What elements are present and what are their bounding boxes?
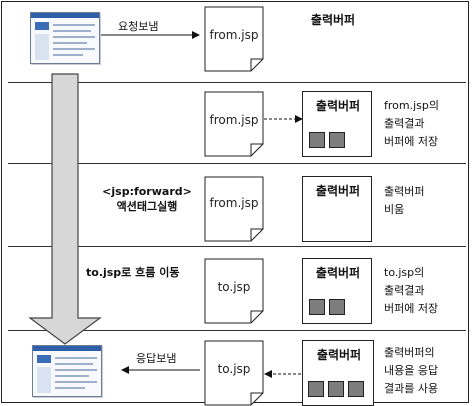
request-label: 요청보냄: [118, 20, 159, 33]
response-label: 응답보냄: [136, 352, 177, 365]
jsp-doc-name: to.jsp: [217, 362, 251, 376]
document-icon: to.jsp: [204, 258, 264, 324]
buffer-title: 출력버퍼: [316, 348, 362, 362]
output-buffer: 출력버퍼: [302, 176, 372, 242]
forward-action-label: <jsp:forward>액션태그실행: [102, 185, 192, 213]
jsp-doc-name: from.jsp: [209, 28, 259, 42]
browser-icon: [32, 345, 102, 397]
output-buffer: 출력버퍼: [302, 91, 372, 157]
output-buffer: 출력버퍼: [298, 6, 368, 72]
buffer-cell: [328, 381, 344, 397]
jsp-doc-name: from.jsp: [209, 113, 259, 127]
output-buffer: 출력버퍼: [302, 340, 374, 406]
document-icon: from.jsp: [204, 6, 264, 72]
flow-down-arrow: [28, 73, 102, 345]
row-divider: [8, 246, 466, 247]
jsp-doc-name: from.jsp: [209, 196, 259, 210]
document-icon: from.jsp: [204, 176, 264, 242]
jsp-doc-name: to.jsp: [217, 280, 251, 294]
document-icon: to.jsp: [204, 340, 264, 406]
browser-icon: [30, 12, 100, 64]
row-divider: [8, 330, 466, 331]
buffer-cell: [309, 132, 325, 148]
output-arrow-head: [264, 370, 272, 378]
flow-move-label: to.jsp로 흐름 이동: [86, 266, 180, 279]
store-arrow-head: [295, 115, 303, 123]
buffer-title: 출력버퍼: [315, 266, 361, 280]
row-divider: [8, 82, 466, 83]
request-arrow-head: [192, 31, 200, 39]
output-buffer: 출력버퍼: [302, 258, 372, 324]
buffer-cell: [309, 299, 325, 315]
document-icon: from.jsp: [204, 91, 264, 157]
row-divider: [8, 163, 466, 164]
buffer-title: 출력버퍼: [315, 99, 361, 113]
response-arrow-head: [121, 366, 129, 374]
buffer-cell: [329, 299, 345, 315]
buffer-title: 출력버퍼: [310, 13, 356, 27]
buffer-cell: [308, 381, 324, 397]
buffer-title: 출력버퍼: [315, 184, 361, 198]
buffer-cell: [329, 132, 345, 148]
buffer-cell: [348, 381, 364, 397]
